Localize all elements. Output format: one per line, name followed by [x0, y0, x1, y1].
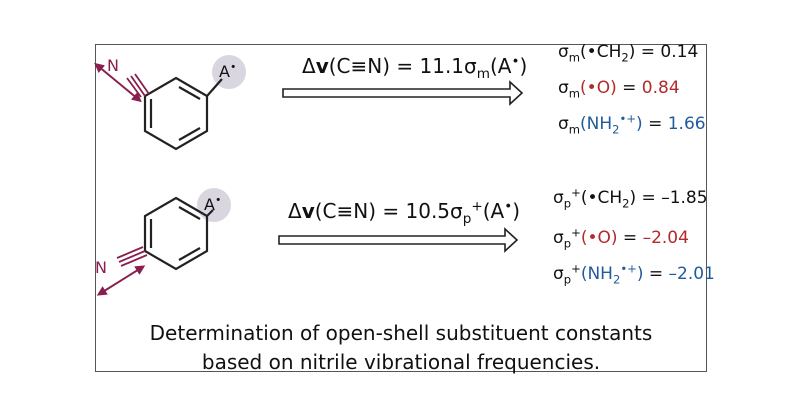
top-value-3: σm(NH2•+) = 1.66: [558, 111, 706, 137]
nitrogen-label: N: [107, 56, 119, 75]
vibration-arrow: [96, 265, 146, 296]
top-value-1: σm(•CH2) = 0.14: [558, 42, 699, 65]
bottom-value-1: σp+(•CH2) = –1.85: [553, 185, 708, 211]
caption-line-1: Determination of open-shell substituent …: [149, 321, 653, 345]
radical-substituent-circle: [197, 188, 231, 222]
top-arrow: [282, 80, 524, 106]
caption: Determination of open-shell substituent …: [95, 319, 707, 377]
bottom-equation: Δv(C≡N) = 10.5σp+(A•): [288, 198, 521, 227]
vibration-arrow: [94, 62, 142, 103]
bottom-value-3: σp+(NH2•+) = –2.01: [553, 261, 715, 287]
caption-line-2: based on nitrile vibrational frequencies…: [201, 350, 601, 374]
substituent-label: A•: [204, 193, 222, 214]
bottom-value-2: σp+(•O) = –2.04: [553, 225, 689, 251]
substituent-label: A•: [219, 60, 237, 81]
bottom-arrow: [278, 227, 519, 253]
meta-benzonitrile-structure: [94, 55, 246, 151]
para-benzonitrile-structure: [96, 188, 231, 296]
top-equation: Δv(C≡N) = 11.1σm(A•): [302, 53, 528, 82]
top-value-2: σm(•O) = 0.84: [558, 78, 680, 101]
nitrogen-label: N: [95, 258, 107, 277]
figure-frame: [95, 44, 707, 372]
